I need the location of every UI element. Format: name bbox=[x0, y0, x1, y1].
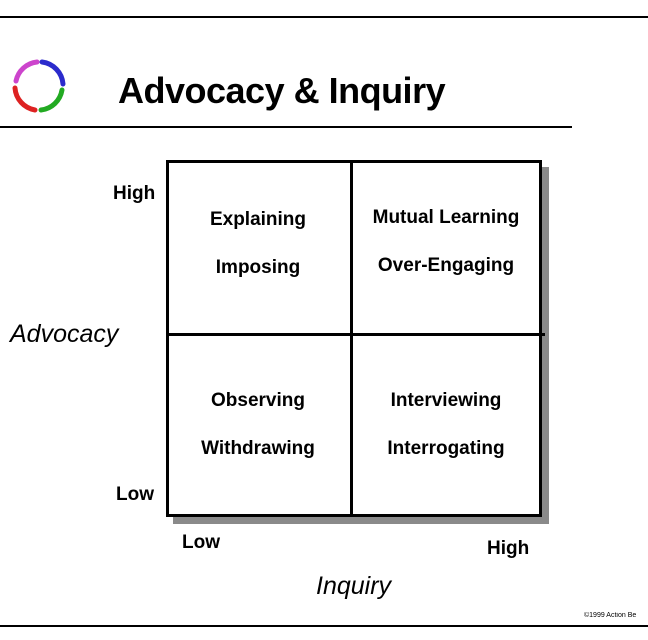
quadrant-top-right-line2: Over-Engaging bbox=[377, 255, 515, 276]
quadrant-bottom-left-line1: Observing bbox=[211, 390, 305, 411]
top-rule bbox=[0, 16, 648, 18]
quadrant-bottom-left: Observing Withdrawing bbox=[166, 389, 350, 461]
matrix-vertical-divider bbox=[350, 163, 353, 517]
x-axis-low-label: Low bbox=[182, 532, 220, 553]
quadrant-bottom-right-line2: Interrogating bbox=[387, 438, 505, 459]
matrix-horizontal-divider bbox=[169, 333, 545, 336]
four-color-ring-logo bbox=[12, 59, 66, 113]
logo-arc-blue bbox=[39, 59, 66, 87]
bottom-rule bbox=[0, 625, 648, 627]
y-axis-low-label: Low bbox=[116, 484, 154, 505]
x-axis-title: Inquiry bbox=[316, 572, 392, 600]
quadrant-bottom-right-line1: Interviewing bbox=[390, 390, 502, 411]
x-axis-high-label: High bbox=[487, 538, 530, 559]
quadrant-top-left-line2: Imposing bbox=[215, 257, 301, 278]
copyright-notice: ©1999 Action Be bbox=[584, 612, 637, 619]
page-title: Advocacy & Inquiry bbox=[118, 70, 446, 111]
quadrant-top-right-line1: Mutual Learning bbox=[372, 207, 520, 228]
logo-arc-green bbox=[38, 87, 65, 113]
y-axis-high-label: High bbox=[113, 183, 156, 204]
quadrant-top-right: Mutual Learning Over-Engaging bbox=[354, 206, 538, 278]
logo-arc-purple bbox=[13, 59, 40, 84]
logo-arc-red bbox=[12, 85, 38, 113]
quadrant-top-left-line1: Explaining bbox=[209, 209, 307, 230]
quadrant-matrix bbox=[166, 160, 542, 517]
quadrant-bottom-left-line2: Withdrawing bbox=[201, 438, 315, 459]
y-axis-title: Advocacy bbox=[10, 320, 119, 348]
quadrant-top-left: Explaining Imposing bbox=[166, 208, 350, 280]
quadrant-bottom-right: Interviewing Interrogating bbox=[354, 389, 538, 461]
title-underline bbox=[0, 126, 572, 128]
